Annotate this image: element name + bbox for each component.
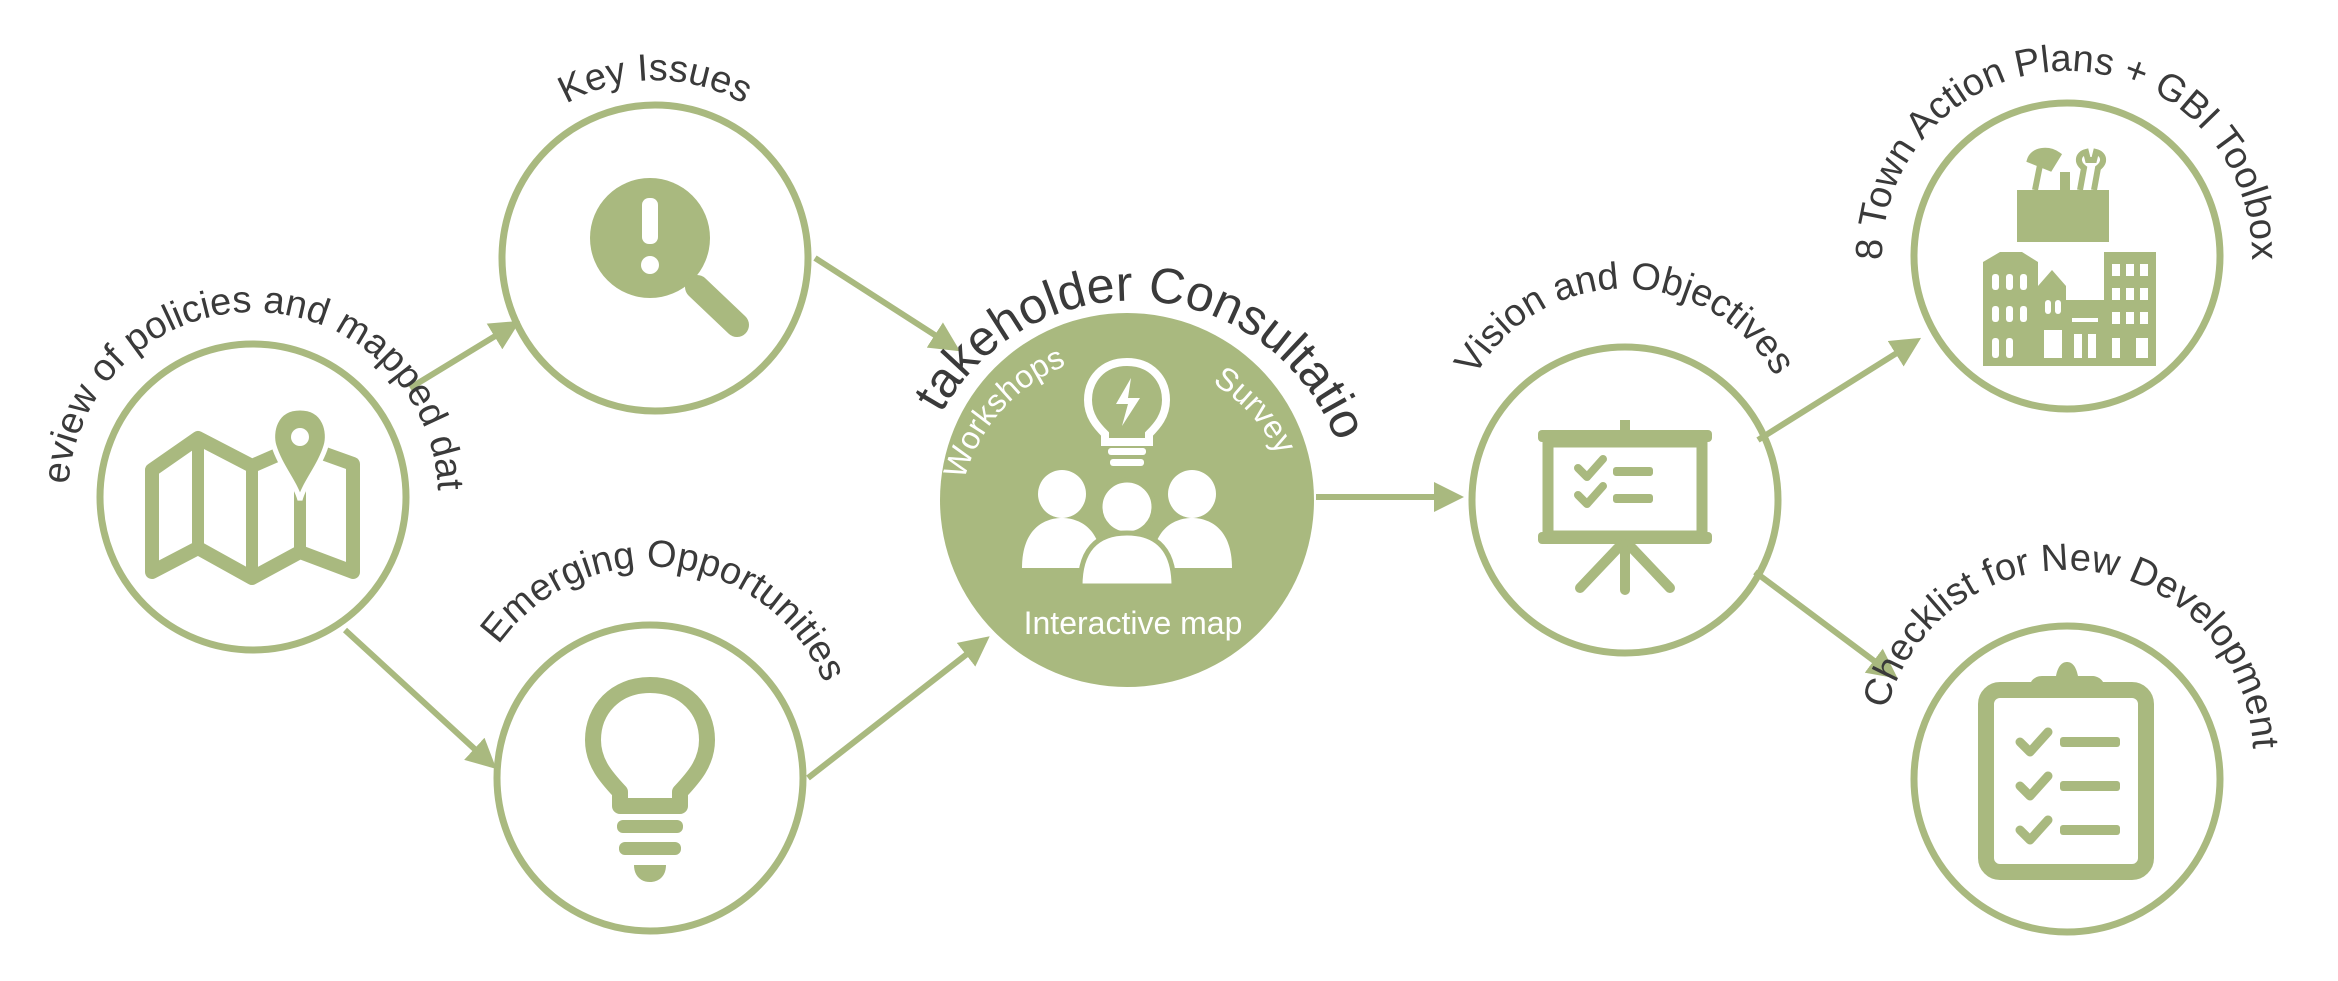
node-emerging-circle (493, 621, 807, 935)
node-review-label: Review of policies and mapped data (0, 0, 471, 492)
presentation-board-icon (1538, 420, 1712, 595)
arrow-emerging-to-stakeholder (806, 636, 990, 781)
node-vision-circle (1468, 343, 1782, 657)
node-emerging-label: Emerging Opportunities (473, 533, 855, 687)
connectors (342, 255, 1922, 781)
node-checklist-circle (1910, 622, 2224, 936)
node-action-plans-circle (1910, 99, 2224, 413)
lightbulb-icon (585, 677, 715, 882)
node-vision-label: Vision and Objectives (1447, 255, 1803, 381)
node-emerging: Emerging Opportunities (473, 533, 855, 935)
node-review-circle (96, 340, 410, 654)
node-review: Review of policies and mapped data (0, 0, 471, 654)
node-key-issues: Key Issues (498, 47, 812, 415)
arrow-vision-to-action-plans (1756, 337, 1922, 443)
node-key-issues-circle (498, 101, 812, 415)
node-checklist: Checklist for New Development (1855, 537, 2286, 936)
interactive-map-label: Interactive map (1024, 605, 1243, 641)
arrow-key-issues-to-stakeholder (813, 255, 961, 352)
node-stakeholder: Workshops Survey Interactive map Stakeho… (0, 0, 1378, 687)
toolbox-town-icon (1983, 147, 2156, 366)
people-idea-icon (1022, 357, 1232, 589)
arrow-review-to-emerging (342, 627, 497, 770)
arrow-vision-to-checklist (1753, 569, 1898, 679)
node-action-plans: 8 Town Action Plans + GBI Toolbox (1849, 38, 2285, 413)
node-vision: Vision and Objectives (1447, 255, 1803, 657)
map-pin-icon (145, 405, 360, 585)
arrow-review-to-key-issues (408, 320, 521, 391)
node-checklist-label: Checklist for New Development (1855, 537, 2286, 751)
clipboard-checklist-icon (1978, 662, 2154, 880)
magnifier-exclamation-icon (590, 178, 749, 337)
